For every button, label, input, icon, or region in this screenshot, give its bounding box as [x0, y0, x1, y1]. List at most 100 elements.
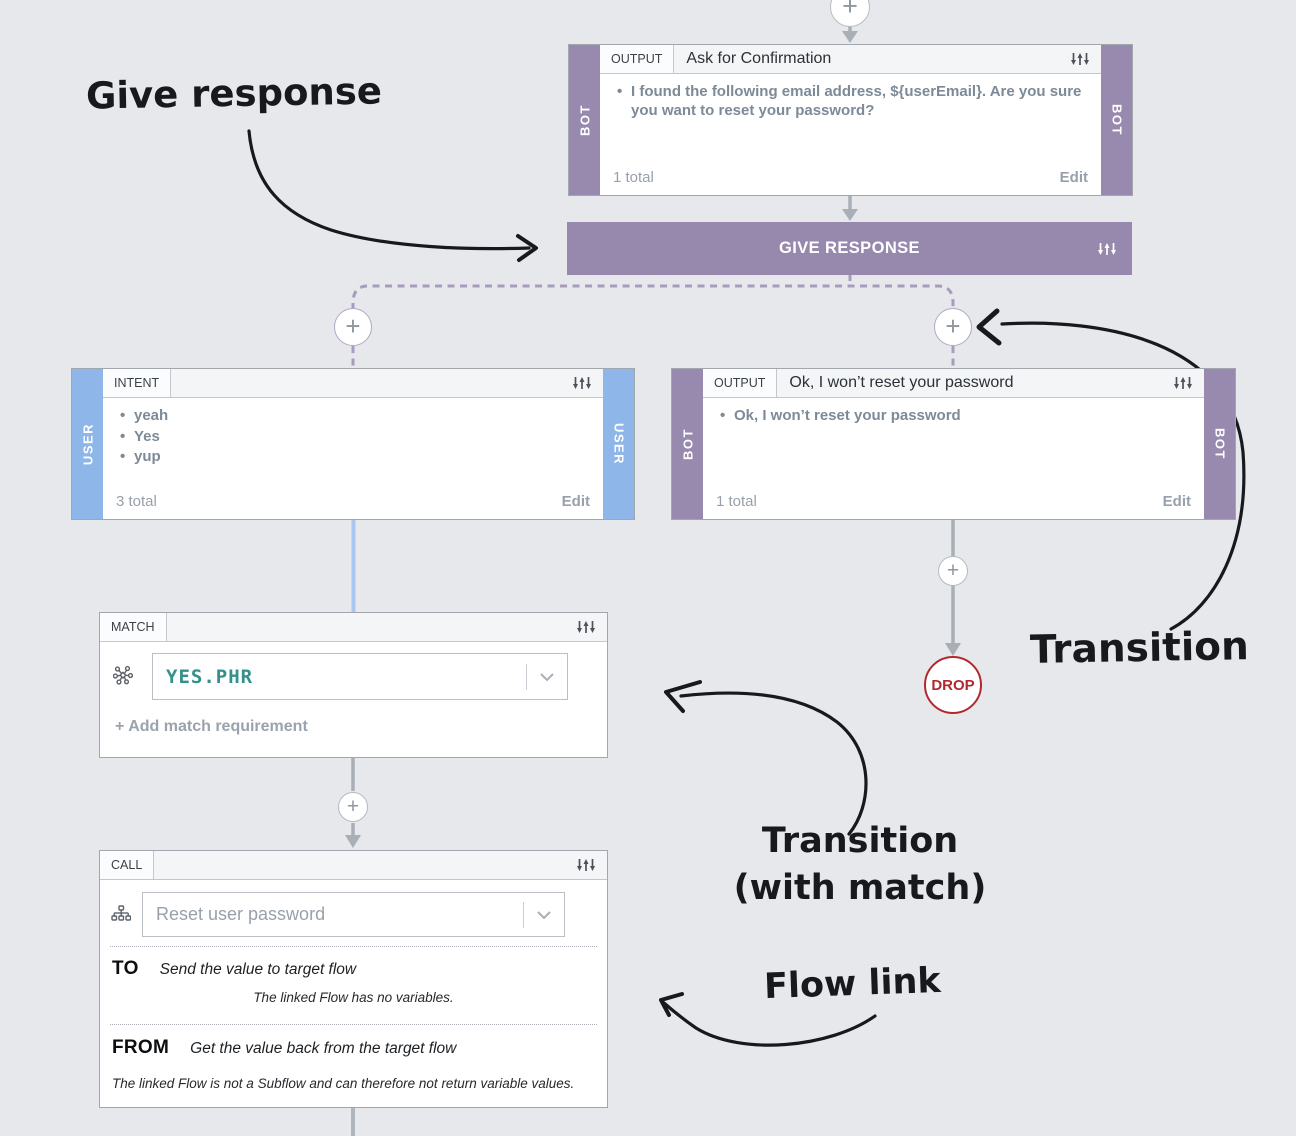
- node-body: Ok, I won’t reset your password: [703, 398, 1204, 493]
- to-note: The linked Flow has no variables.: [253, 990, 454, 1005]
- hand-arrowhead-transition: [976, 308, 1002, 346]
- user-sidebar-right: USER: [603, 369, 634, 519]
- chevron-down-icon[interactable]: [527, 672, 567, 682]
- intent-node[interactable]: USER INTENT yeah Yes yup 3 total Edit: [71, 368, 635, 520]
- to-description: Send the value to target flow: [159, 961, 357, 978]
- node-header: MATCH: [100, 613, 607, 642]
- total-count: 1 total: [716, 493, 757, 510]
- node-title: [171, 369, 561, 397]
- chevron-down-icon[interactable]: [524, 910, 564, 920]
- node-body: Reset user password TO Send the value to…: [100, 880, 607, 1107]
- hand-arrowhead-transition-match: [664, 680, 702, 713]
- node-type-tab: OUTPUT: [703, 369, 778, 397]
- add-match-requirement-button[interactable]: + Add match requirement: [115, 718, 308, 735]
- add-node-button-after-match[interactable]: [338, 792, 368, 822]
- user-label: USER: [80, 422, 95, 466]
- hand-arrow-transition: [1000, 321, 1246, 631]
- node-main: OUTPUT Ok, I won’t reset your password O…: [703, 369, 1204, 519]
- bot-sidebar-left: BOT: [672, 369, 703, 519]
- to-row: TO Send the value to target flow: [112, 958, 356, 980]
- from-description: Get the value back from the target flow: [190, 1040, 457, 1057]
- node-title: Ask for Confirmation: [686, 50, 832, 67]
- answer-item: I found the following email address, ${u…: [614, 83, 1087, 120]
- match-node[interactable]: MATCH YES.PHR: [99, 612, 608, 758]
- node-type-tab: MATCH: [100, 613, 167, 641]
- node-header: OUTPUT Ok, I won’t reset your password: [703, 369, 1204, 398]
- hand-arrow-transition-match: [679, 691, 868, 836]
- annotation-line: (with match): [733, 868, 987, 908]
- from-row: FROM Get the value back from the target …: [112, 1037, 456, 1059]
- bot-sidebar-right: BOT: [1101, 45, 1132, 195]
- output-node-confirm[interactable]: BOT OUTPUT Ask for Confirmation I found …: [568, 44, 1133, 196]
- node-footer: 1 total Edit: [703, 493, 1204, 519]
- node-title: Ok, I won’t reset your password: [789, 374, 1014, 391]
- flow-link-select[interactable]: Reset user password: [142, 892, 565, 937]
- add-node-button-right-branch[interactable]: [934, 308, 972, 346]
- annotation-flow-link: Flow link: [763, 960, 942, 1008]
- node-footer: 1 total Edit: [600, 169, 1101, 195]
- arrowhead-drop: [945, 643, 961, 656]
- user-label: USER: [611, 422, 626, 466]
- utterance-item: yup: [117, 448, 589, 467]
- node-title: [154, 851, 565, 879]
- edit-button[interactable]: Edit: [561, 493, 590, 510]
- answer-item: Ok, I won’t reset your password: [717, 407, 1190, 426]
- bot-label: BOT: [577, 104, 592, 136]
- dashed-bracket: [351, 284, 955, 310]
- settings-sliders-icon[interactable]: [561, 369, 603, 397]
- total-count: 1 total: [613, 169, 654, 186]
- settings-sliders-icon[interactable]: [565, 613, 607, 641]
- total-count: 3 total: [116, 493, 157, 510]
- select-divider: [526, 663, 527, 690]
- node-main: OUTPUT Ask for Confirmation I found the …: [600, 45, 1101, 195]
- node-type-tab: CALL: [100, 851, 155, 879]
- bot-label: BOT: [1109, 104, 1124, 136]
- output-node-decline[interactable]: BOT OUTPUT Ok, I won’t reset your passwo…: [671, 368, 1236, 520]
- match-requirement-select[interactable]: YES.PHR: [152, 653, 568, 700]
- call-node[interactable]: CALL Reset user password: [99, 850, 608, 1108]
- settings-sliders-icon[interactable]: [1059, 45, 1101, 73]
- select-divider: [523, 901, 524, 928]
- annotation-give-response: Give response: [85, 69, 383, 118]
- give-response-bar[interactable]: GIVE RESPONSE: [567, 222, 1132, 275]
- hand-arrowhead-flow-link: [659, 992, 684, 1017]
- user-sidebar-left: USER: [72, 369, 103, 519]
- node-header: OUTPUT Ask for Confirmation: [600, 45, 1101, 74]
- hand-arrow-give-response: [247, 129, 531, 251]
- from-label: FROM: [112, 1037, 170, 1058]
- drop-node[interactable]: DROP: [924, 656, 982, 714]
- annotation-transition-with-match: Transition (with match): [688, 818, 1032, 912]
- utterance-item: yeah: [117, 407, 589, 426]
- settings-sliders-icon[interactable]: [1162, 369, 1204, 397]
- settings-sliders-icon[interactable]: [1086, 222, 1128, 275]
- flow-sitemap-icon: [111, 905, 132, 928]
- to-label: TO: [112, 958, 139, 979]
- divider: [110, 946, 597, 947]
- node-header: CALL: [100, 851, 607, 880]
- add-node-button-before-drop[interactable]: [938, 556, 968, 586]
- node-title: [167, 613, 565, 641]
- bot-label: BOT: [680, 428, 695, 460]
- node-type-tab: INTENT: [103, 369, 172, 397]
- from-note: The linked Flow is not a Subflow and can…: [112, 1076, 575, 1091]
- arrowhead-bar: [842, 209, 858, 221]
- bot-sidebar-right: BOT: [1204, 369, 1235, 519]
- add-node-button-left-branch[interactable]: [334, 308, 372, 346]
- hand-arrow-flow-link: [662, 1001, 877, 1047]
- annotation-transition: Transition: [1029, 624, 1250, 673]
- node-main: INTENT yeah Yes yup 3 total Edit: [103, 369, 603, 519]
- node-body: YES.PHR + Add match requirement: [100, 642, 607, 757]
- match-requirement-value: YES.PHR: [166, 665, 254, 688]
- edit-button[interactable]: Edit: [1162, 493, 1191, 510]
- bot-label: BOT: [1212, 428, 1227, 460]
- give-response-label: GIVE RESPONSE: [779, 239, 920, 257]
- language-object-icon: [112, 665, 134, 690]
- edit-button[interactable]: Edit: [1059, 169, 1088, 186]
- utterance-item: Yes: [117, 428, 589, 447]
- node-type-tab: OUTPUT: [600, 45, 675, 73]
- annotation-line: Transition: [761, 821, 959, 861]
- arrowhead-top: [842, 31, 858, 43]
- arrowhead-call: [345, 835, 361, 848]
- settings-sliders-icon[interactable]: [565, 851, 607, 879]
